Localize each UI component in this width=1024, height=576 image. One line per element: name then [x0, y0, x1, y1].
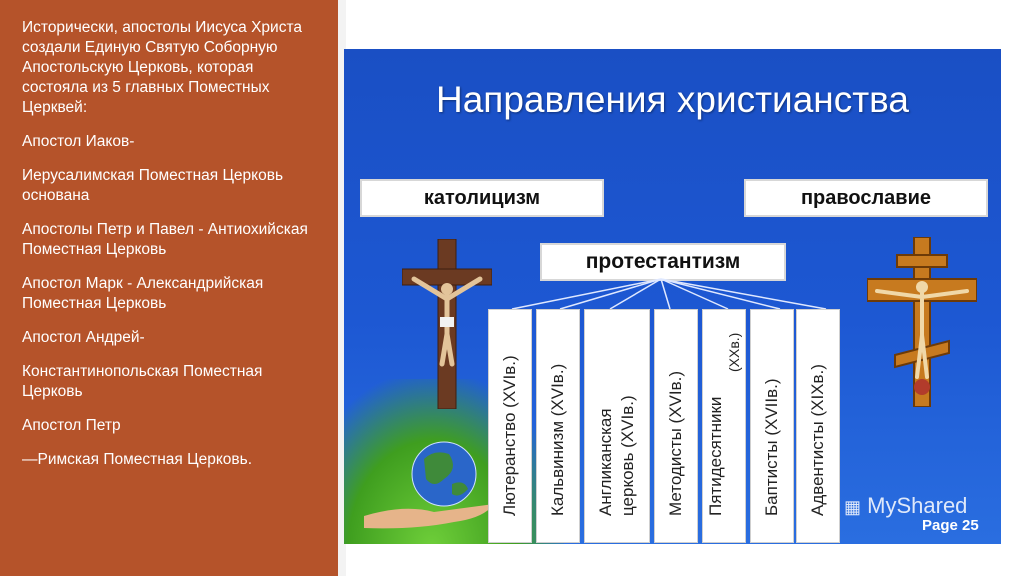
globe-icon: [364, 441, 494, 529]
slide-image: Направления христианства католицизм прав…: [344, 49, 1001, 544]
orthodoxy-box: православие: [744, 179, 988, 217]
text-paragraph: Апостол Марк - Александрийская Поместная…: [22, 275, 264, 312]
column-label-2: (XXв.): [726, 332, 742, 372]
column-label: Методисты (XVIв.): [666, 370, 685, 516]
column-label: Англиканская: [596, 408, 615, 516]
catholicism-box: католицизм: [360, 179, 604, 217]
text-paragraph: Константинопольская Поместная Церковь: [22, 363, 263, 400]
watermark-text: MyShared: [867, 493, 968, 518]
column-pentecostals: Пятидесятники (XXв.): [702, 309, 746, 543]
presentation-icon: ▦: [844, 497, 862, 517]
watermark: ▦ MyShared: [844, 493, 967, 519]
text-paragraph: Апостол Андрей-: [22, 329, 145, 346]
column-baptists: Баптисты (XVIIв.): [750, 309, 794, 543]
column-lutheranism: Лютеранство (XVIв.): [488, 309, 532, 543]
column-adventists: Адвентисты (XIXв.): [796, 309, 840, 543]
column-label: Баптисты (XVIIв.): [762, 378, 781, 516]
left-panel: Исторически, апостолы Иисуса Христа созд…: [0, 0, 338, 576]
text-paragraph: Апостол Петр: [22, 417, 121, 434]
protestantism-box: протестантизм: [540, 243, 786, 281]
text-paragraph: Исторически, апостолы Иисуса Христа созд…: [22, 19, 303, 116]
column-label: Кальвинизм (XVIв.): [548, 363, 567, 516]
text-block: Исторически, апостолы Иисуса Христа созд…: [22, 18, 322, 484]
column-label: Пятидесятники: [706, 396, 725, 516]
column-anglican: Англиканская церковь (XVIв.): [584, 309, 650, 543]
text-paragraph: Апостолы Петр и Павел - Антиохийская Пом…: [22, 221, 308, 258]
text-paragraph: Иерусалимская Поместная Церковь основана: [22, 167, 284, 204]
text-paragraph: Апостол Иаков-: [22, 133, 135, 150]
column-label: Адвентисты (XIXв.): [808, 364, 827, 516]
page-number: Page 25: [922, 517, 979, 534]
orthodox-cross-icon: [867, 237, 977, 407]
catholic-crucifix-icon: [402, 239, 492, 409]
text-paragraph: —Римская Поместная Церковь.: [22, 451, 253, 468]
column-methodists: Методисты (XVIв.): [654, 309, 698, 543]
divider: [338, 0, 346, 576]
slide-title: Направления христианства: [435, 79, 909, 120]
column-label: Лютеранство (XVIв.): [500, 355, 519, 516]
column-calvinism: Кальвинизм (XVIв.): [536, 309, 580, 543]
column-label-2: церковь (XVIв.): [618, 395, 637, 516]
